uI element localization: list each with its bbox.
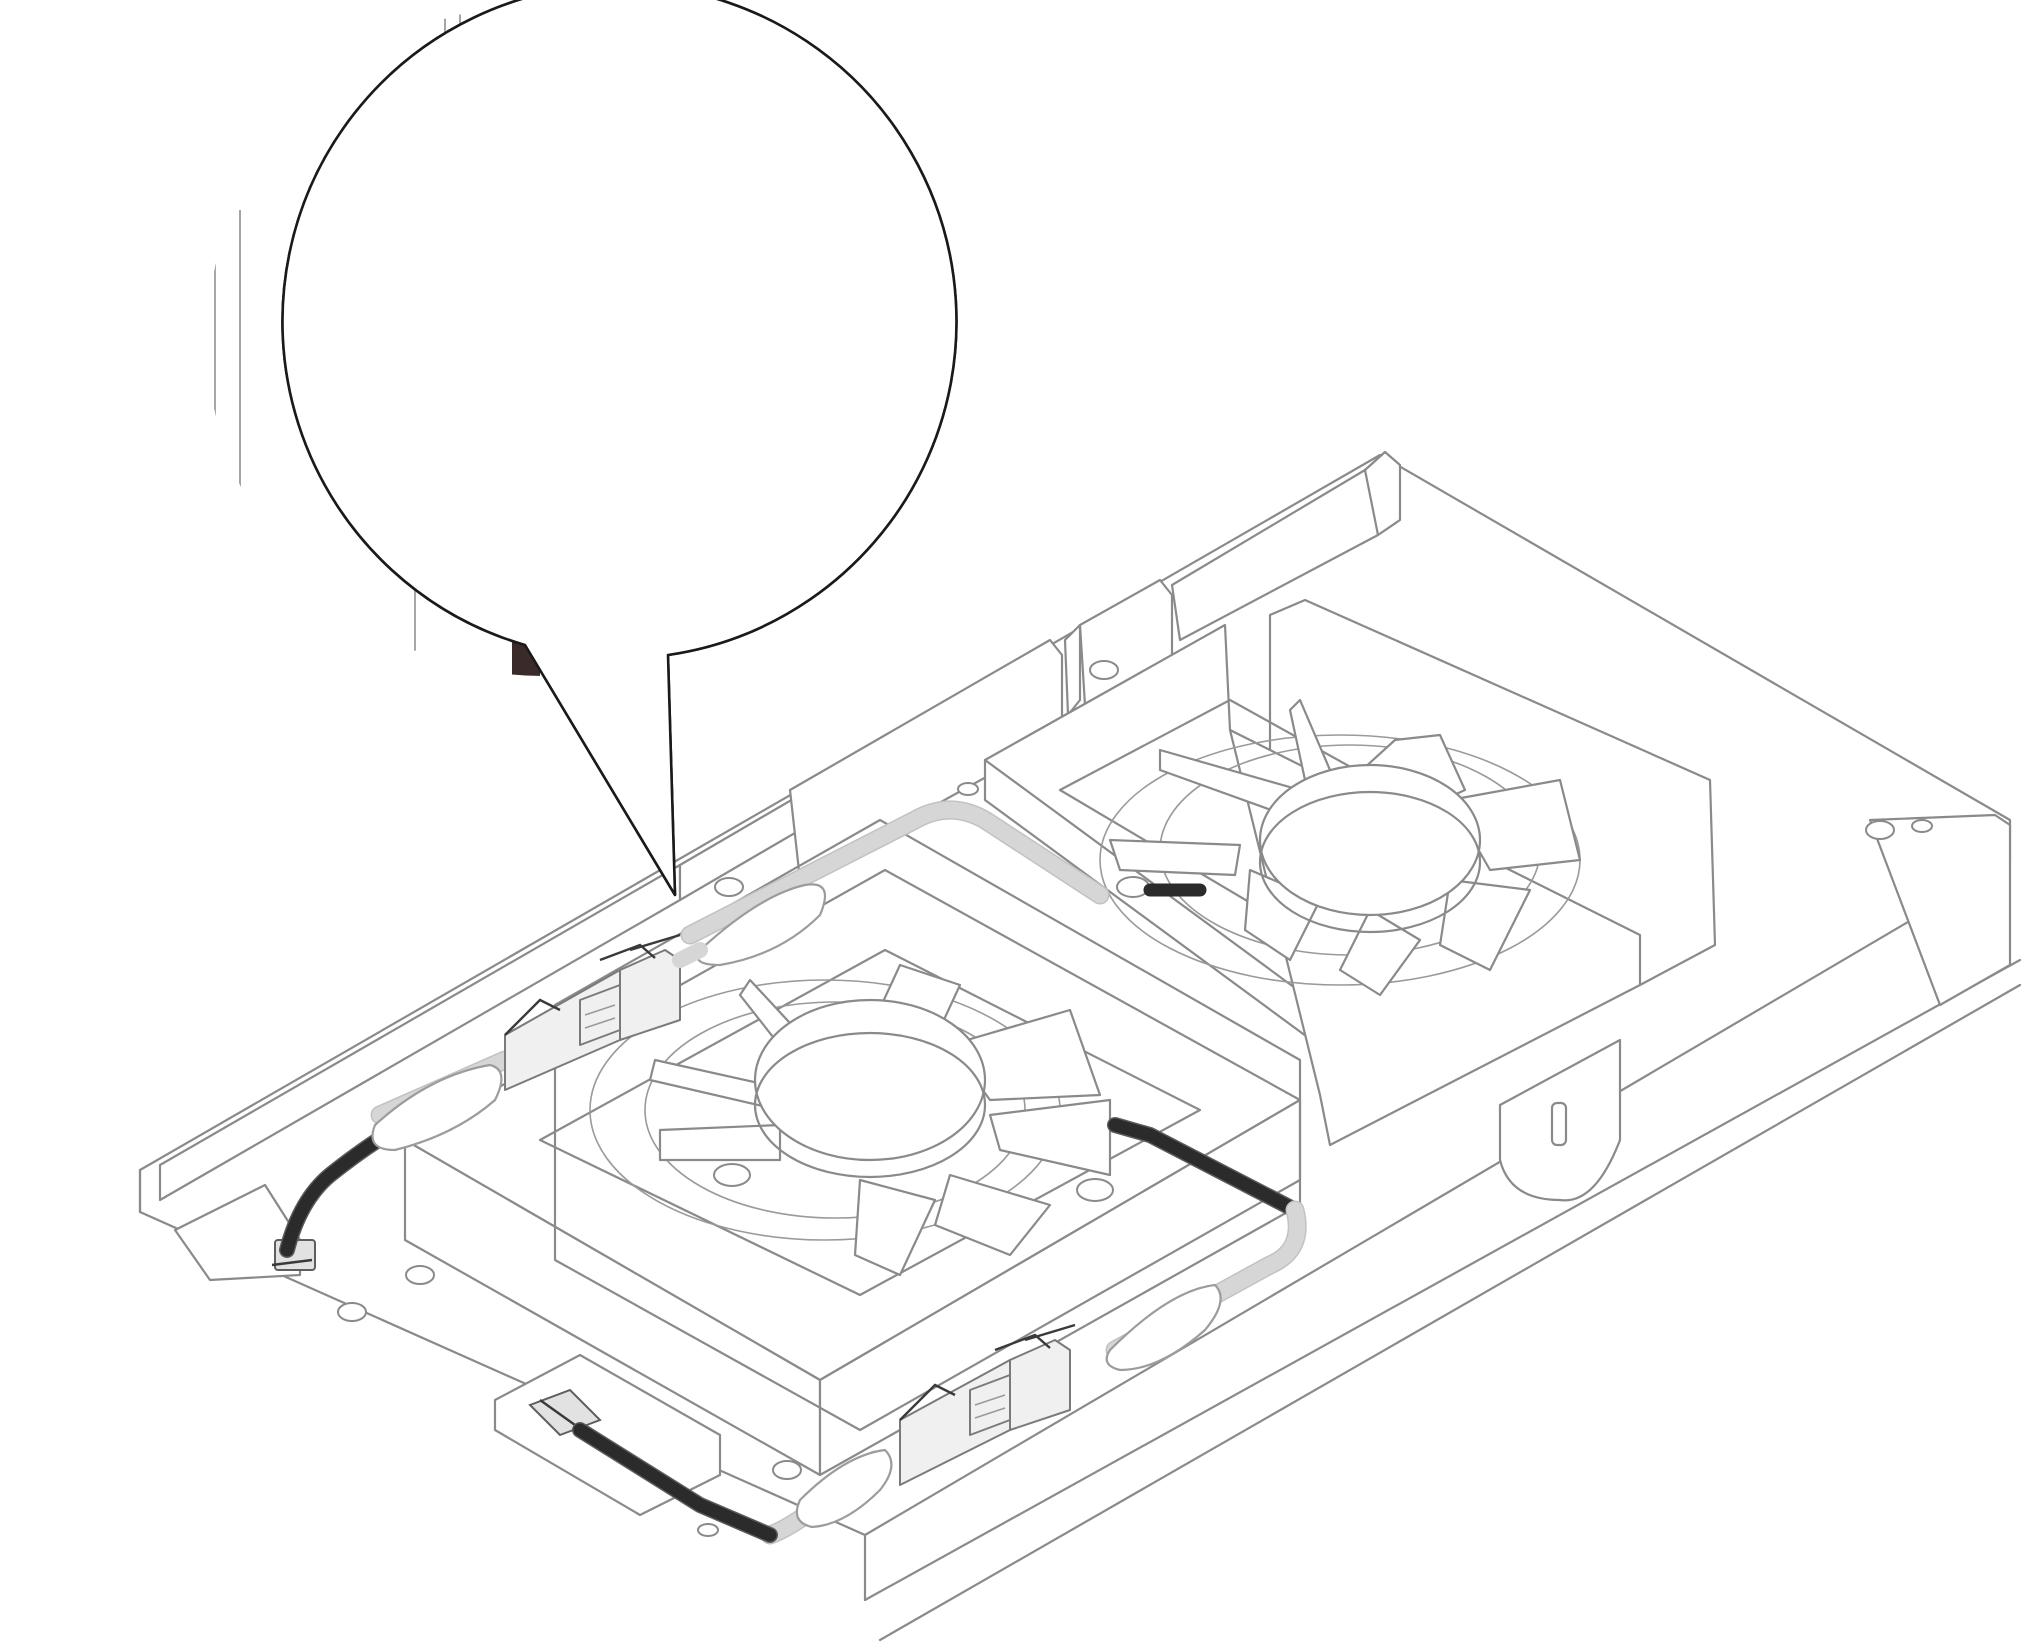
cable-sleeves xyxy=(371,883,1222,1529)
fan-rear xyxy=(983,598,1717,1147)
magnified-callout xyxy=(214,0,958,897)
inline-connector-lower xyxy=(899,1323,1076,1486)
inline-connector-upper xyxy=(504,933,708,1091)
